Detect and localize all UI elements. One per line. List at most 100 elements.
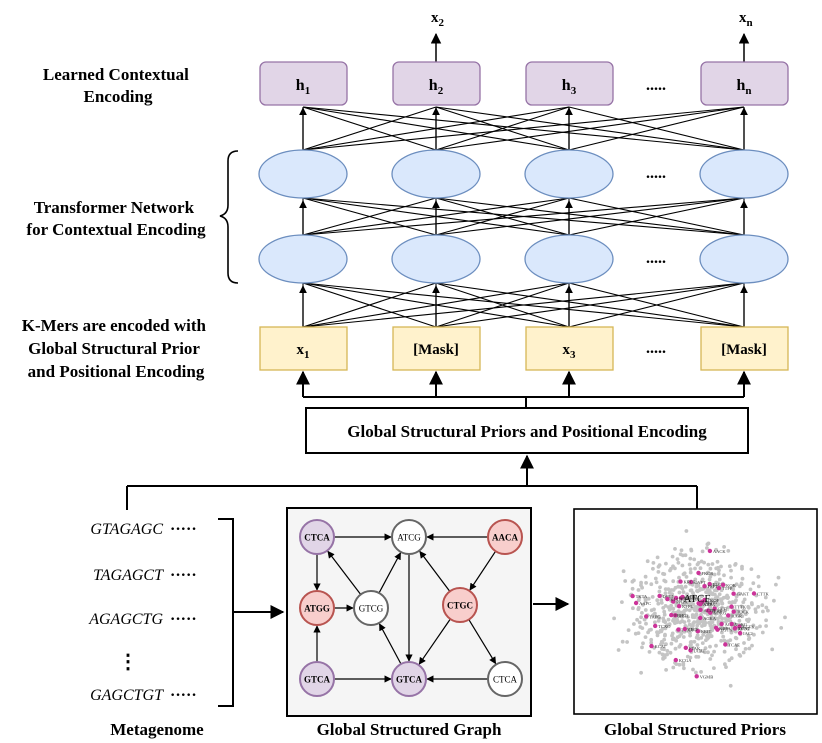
scatter-point-label: TKTA [636,594,648,599]
scatter-background-dot [664,668,668,672]
scatter-background-dot [651,566,655,571]
scatter-point [720,582,726,587]
scatter-background-dot [756,605,761,609]
scatter-point [665,596,670,602]
scatter-background-dot [643,574,648,579]
scatter-background-dot [631,606,635,611]
scatter-background-dot [741,600,746,605]
scatter-background-dot [686,619,691,623]
scatter-background-dot [734,612,739,617]
scatter-background-dot [674,638,679,643]
scatter-point-label: TGTK [721,628,734,633]
scatter-background-dot [630,579,635,584]
graph-node-label: CTGC [447,601,473,611]
transformer-brace [219,150,239,284]
scatter-point [653,623,658,629]
scatter-background-dot [669,588,674,592]
scatter-background-dot [764,618,768,623]
mesh-line-input-lower [435,282,570,328]
scatter-background-dot [691,591,695,595]
scatter-background-dot [695,589,700,594]
scatter-background-dot [679,548,684,553]
scatter-background-dot [626,628,631,632]
scatter-background-dot [669,603,673,608]
scatter-point [715,627,720,632]
scatter-background-dot [664,642,668,646]
scatter-background-dot [727,658,732,663]
scatter-point-label: KUCT [670,597,683,602]
scatter-background-dot [660,652,665,657]
scatter-point-label: TOKG [735,622,748,627]
scatter-background-dot [708,630,713,634]
scatter-point-label: VGMB [700,674,714,679]
scatter-background-dot [683,584,688,589]
scatter-background-dot [668,650,673,655]
scatter-background-dot [729,568,733,573]
scatter-point [731,591,736,596]
scatter-background-dot [680,586,685,591]
scatter-background-dot [714,566,719,571]
scatter-background-dot [665,652,669,657]
scatter-background-dot [729,630,734,635]
scatter-point [732,626,738,631]
scatter-background-dot [677,590,682,595]
scatter-point [716,585,722,591]
scatter-background-dot [701,609,706,614]
scatter-background-dot [641,602,645,607]
transformer-node-upper-2 [391,149,481,199]
scatter-background-dot [676,560,681,565]
scatter-background-dot [687,562,692,567]
scatter-background-dot [677,575,681,580]
scatter-point-label: ACFB [704,608,716,613]
scatter-background-dot [724,665,728,669]
scatter-background-dot [753,610,758,614]
scatter-background-dot [666,622,671,627]
scatter-background-dot [700,641,705,645]
scatter-point-label: TCPA [702,601,714,606]
scatter-background-dot [724,626,728,631]
scatter-point-label: KFFL [682,604,693,609]
scatter-background-dot [684,575,689,579]
graph-node-label: AACA [492,533,518,543]
scatter-background-dot [675,557,680,561]
scatter-background-dot [649,640,654,645]
scatter-background-dot [742,641,746,645]
scatter-background-dot [683,553,688,558]
scatter-point-label: TPCF [688,627,699,632]
scatter-background-dot [643,635,648,639]
scatter-point [676,604,682,609]
scatter-background-dot [653,576,658,581]
scatter-background-dot [688,556,693,561]
scatter-background-dot [655,598,660,603]
scatter-point [644,614,649,619]
scatter-point-label: TCXO [658,624,671,629]
scatter-background-dot [743,647,748,651]
scatter-background-dot [678,552,683,557]
transformer-node-upper-n [699,149,789,199]
sequence-2: TAGAGCT [93,567,164,584]
scatter-background-dot [639,615,643,620]
sequence-dots: ····· [170,521,197,538]
scatter-background-dot [737,584,742,589]
scatter-point-label: ICGR [731,613,742,618]
scatter-background-dot [708,602,713,607]
scatter-background-dot [692,557,697,562]
graph-node-aaca: AACA [487,519,523,555]
layer-connections [299,106,748,328]
scatter-background-dot [722,649,727,654]
scatter-background-dot [630,586,635,591]
scatter-background-dot [645,559,650,564]
scatter-background-dot [620,639,625,644]
scatter-background-dot [725,593,729,598]
caption-priors: Global Structured Priors [604,720,786,739]
scatter-point-label: KCGA [679,658,693,663]
scatter-background-dot [708,605,712,610]
graph-node-label: CTCA [304,533,330,543]
scatter-background-dot [712,666,716,670]
sequence-vertical-dots: ⋮ [118,651,138,673]
scatter-background-dot [616,648,621,652]
scatter-background-dot [687,622,692,627]
scatter-background-dot [733,563,737,567]
scatter-background-dot [734,594,739,598]
scatter-background-dot [705,636,710,641]
